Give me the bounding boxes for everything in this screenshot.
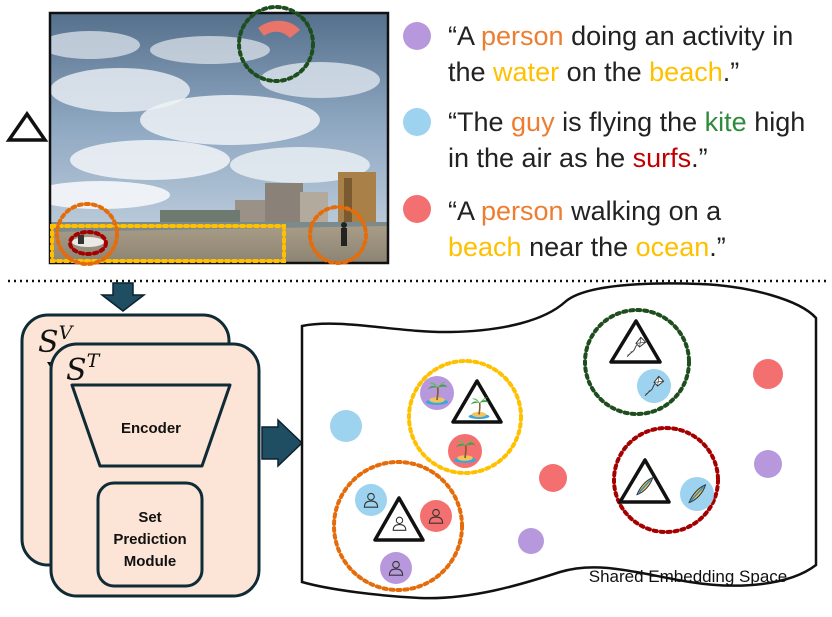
embedding-dot-blue (330, 410, 362, 442)
caption-keyword-surfs: surfs (633, 143, 692, 173)
beach-annotation-box (50, 224, 286, 263)
caption-text: “A (448, 196, 481, 226)
caption-text: .” (723, 57, 740, 87)
caption-text: walking on a (564, 196, 723, 226)
caption-keyword-guy: guy (511, 107, 555, 137)
caption-text: in the air as he (448, 143, 633, 173)
caption-text: on the (559, 57, 649, 87)
embedding-dot-red (753, 359, 783, 389)
set-prediction-label-line-2: Prediction (113, 531, 186, 548)
caption-1-line-1: “A person doing an activity in (448, 21, 793, 51)
beach-cluster-circle (407, 359, 523, 475)
shared-embedding-space-surface (300, 282, 818, 600)
caption-text: the (448, 57, 493, 87)
shared-embedding-space-label: Shared Embedding Space (589, 567, 787, 586)
person-cluster-circle (332, 460, 464, 592)
beach-image-triangle (451, 379, 503, 424)
visual-module-symbol: SV (38, 322, 75, 360)
caption-2-line-2: in the air as he surfs.” (448, 143, 708, 173)
caption-text: is flying the (555, 107, 705, 137)
caption-3-line-1: “A person walking on a (448, 196, 722, 226)
person-water-annotation-circle (55, 202, 119, 266)
caption-1-line-2: the water on the beach.” (448, 57, 739, 87)
surfer-annotation-circle (68, 230, 108, 256)
caption-bullet-purple (403, 22, 431, 50)
embedding-dot-purple (754, 450, 782, 478)
kite-cluster-circle (583, 308, 691, 416)
set-prediction-label-line-3: Module (124, 553, 177, 570)
caption-keyword-kite: kite (705, 107, 747, 137)
caption-text: high (747, 107, 806, 137)
person-image-triangle (373, 496, 425, 542)
caption-bullet-blue (403, 108, 431, 136)
kite-image-triangle (609, 319, 662, 364)
encoder-trapezoid (70, 383, 232, 468)
caption-keyword-beach: beach (649, 57, 723, 87)
text-module-symbol: ST (66, 350, 101, 388)
caption-keyword-water: water (492, 57, 559, 87)
down-arrow-icon (99, 282, 147, 312)
caption-text: “A (448, 21, 481, 51)
kite-annotation-circle (237, 5, 315, 83)
surf-cluster-circle (612, 426, 720, 534)
text-module-card (49, 342, 261, 598)
caption-text: “The (448, 107, 511, 137)
caption-2-line-1: “The guy is flying the kite high (448, 107, 805, 137)
beach-photo (48, 11, 390, 265)
caption-text: near the (522, 232, 636, 262)
caption-text: .” (691, 143, 708, 173)
embedding-dot-red (539, 464, 567, 492)
caption-text: doing an activity in (564, 21, 794, 51)
embedding-dot-purple (518, 528, 544, 554)
surf-image-triangle (618, 458, 671, 504)
caption-keyword-beach: beach (448, 232, 522, 262)
caption-keyword-ocean: ocean (636, 232, 710, 262)
set-prediction-label-line-1: Set (138, 509, 161, 526)
caption-keyword-person: person (481, 196, 564, 226)
right-arrow-icon (261, 418, 304, 468)
encoder-label: Encoder (121, 420, 181, 437)
image-triangle-icon (5, 110, 49, 142)
caption-bullet-red (403, 195, 431, 223)
set-prediction-module-box (96, 481, 204, 588)
caption-keyword-person: person (481, 21, 564, 51)
walking-person-annotation-circle (308, 205, 368, 265)
caption-3-line-2: beach near the ocean.” (448, 232, 726, 262)
caption-text: .” (709, 232, 726, 262)
